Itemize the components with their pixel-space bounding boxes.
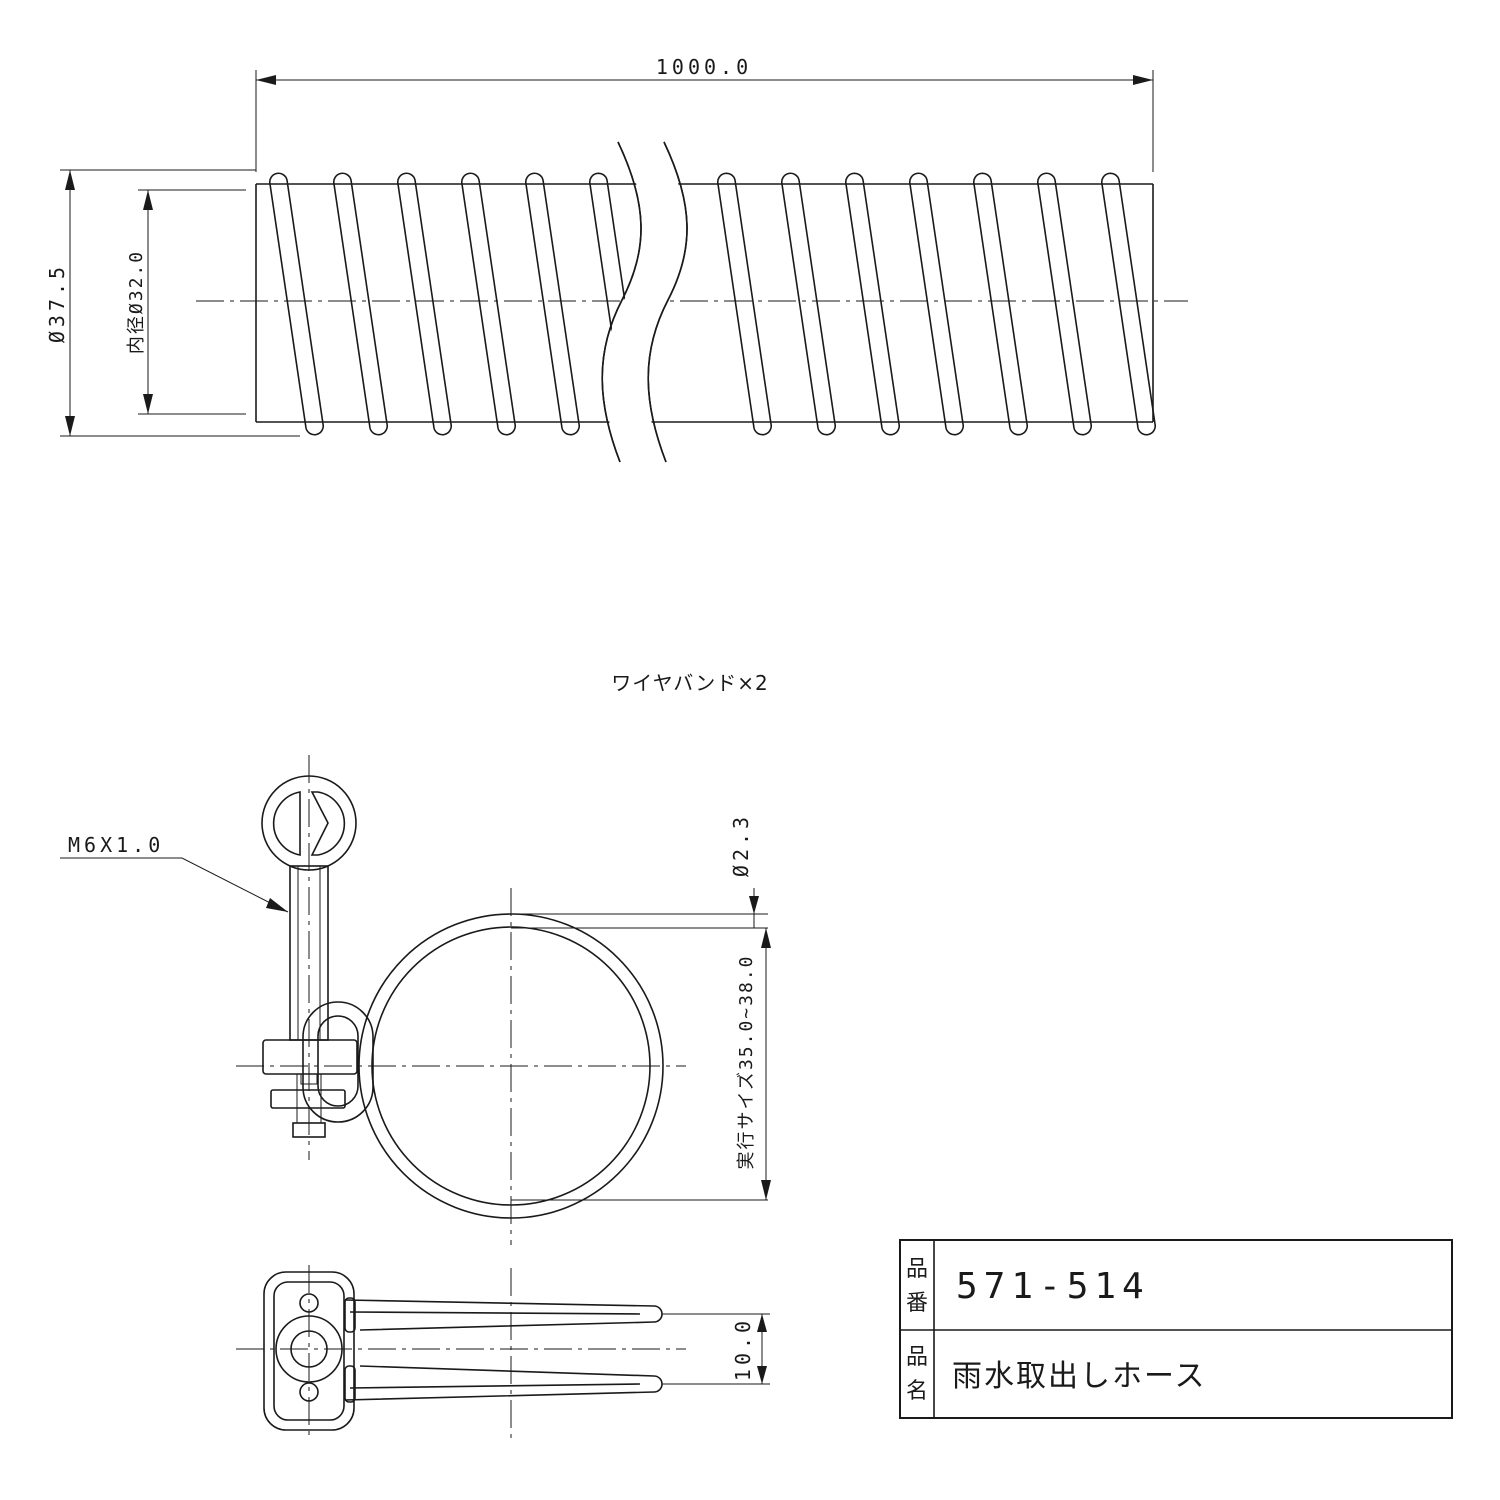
outer-dimension-label: Ø37.5 xyxy=(45,263,69,343)
wire-clip-top xyxy=(344,1297,356,1333)
part-name-header-2: 名 xyxy=(906,1379,928,1404)
band-loop-inner xyxy=(317,1015,359,1107)
part-name: 雨水取出しホース xyxy=(952,1359,1207,1394)
inner-arrow-top xyxy=(143,190,153,210)
side-screw-outer xyxy=(275,1315,343,1383)
screw-slot xyxy=(300,1073,318,1085)
length-arrow-left xyxy=(256,75,276,85)
side-bracket-inner xyxy=(273,1281,345,1421)
outer-arrow-top xyxy=(65,170,75,190)
nut-block xyxy=(262,1039,358,1075)
hose-rib xyxy=(908,172,965,436)
size-arrow-top xyxy=(761,928,771,948)
width-dimension-label: 10.0 xyxy=(731,1317,755,1381)
side-screw-inner xyxy=(290,1330,328,1368)
wire-band-title: ワイヤバンド×2 xyxy=(611,671,768,695)
break-gap xyxy=(604,142,686,462)
hose-rib xyxy=(1036,172,1093,436)
thread-label: M6X1.0 xyxy=(68,833,164,857)
screw-head-outer xyxy=(261,775,357,871)
part-no-header-2: 番 xyxy=(906,1291,928,1316)
wire-clip-bottom xyxy=(344,1365,356,1403)
part-number: 571-514 xyxy=(956,1266,1150,1307)
length-dimension-label: 1000.0 xyxy=(656,55,752,79)
wire-prong-top-outer xyxy=(344,1299,663,1331)
size-dimension-label: 実行サイズ35.0~38.0 xyxy=(736,955,757,1170)
side-hole-top xyxy=(299,1293,319,1313)
hose-rib xyxy=(716,172,773,436)
inner-dimension-label: 内径Ø32.0 xyxy=(126,250,147,354)
size-arrow-bottom xyxy=(761,1180,771,1200)
title-block: 品 番 571-514 品 名 雨水取出しホース xyxy=(899,1239,1453,1419)
screw-head-half-left xyxy=(272,791,301,856)
hose-rib xyxy=(268,172,325,436)
hose-rib xyxy=(332,172,389,436)
part-name-header-1: 品 xyxy=(906,1345,928,1370)
wire-prong-bottom-outer xyxy=(344,1365,663,1401)
hose-rib xyxy=(972,172,1029,436)
break-line-left-stroke xyxy=(601,141,642,463)
band-loop-outer xyxy=(302,1001,374,1123)
screw-tip xyxy=(292,1122,326,1138)
hose-rib xyxy=(780,172,837,436)
band-front-view: M6X1.0 Ø2.3 実行サイズ35.0~38.0 xyxy=(60,755,771,1245)
wire-arrow xyxy=(749,896,759,914)
nut-washer xyxy=(270,1089,346,1109)
hose-rib xyxy=(524,172,581,436)
hose-rib xyxy=(844,172,901,436)
wire-dimension-label: Ø2.3 xyxy=(729,813,753,877)
thread-leader-line xyxy=(60,857,289,913)
hose-spiral-ribs xyxy=(268,172,1157,436)
side-hole-bottom xyxy=(299,1382,319,1402)
title-block-frame xyxy=(899,1239,1453,1419)
width-arrow-bottom xyxy=(757,1366,767,1384)
hose-rib xyxy=(396,172,453,436)
hose-rib xyxy=(1100,172,1157,436)
band-side-view: 10.0 xyxy=(236,1265,770,1440)
hose-view: 1000.0 Ø37.5 内径Ø32.0 xyxy=(45,55,1188,463)
band-ring-inner xyxy=(371,926,651,1206)
width-arrow-top xyxy=(757,1314,767,1332)
wire-prong-bottom-inner xyxy=(349,1383,641,1389)
wire-prong-top-inner xyxy=(349,1311,641,1315)
length-arrow-right xyxy=(1133,75,1153,85)
thread-leader-arrow xyxy=(266,898,288,912)
inner-arrow-bottom xyxy=(143,394,153,414)
break-line-right-stroke xyxy=(647,141,688,463)
hose-rib xyxy=(460,172,517,436)
side-bracket-outer xyxy=(263,1271,355,1431)
part-no-header-1: 品 xyxy=(906,1257,928,1282)
screw-head-half-right xyxy=(310,791,346,856)
outer-arrow-bottom xyxy=(65,416,75,436)
